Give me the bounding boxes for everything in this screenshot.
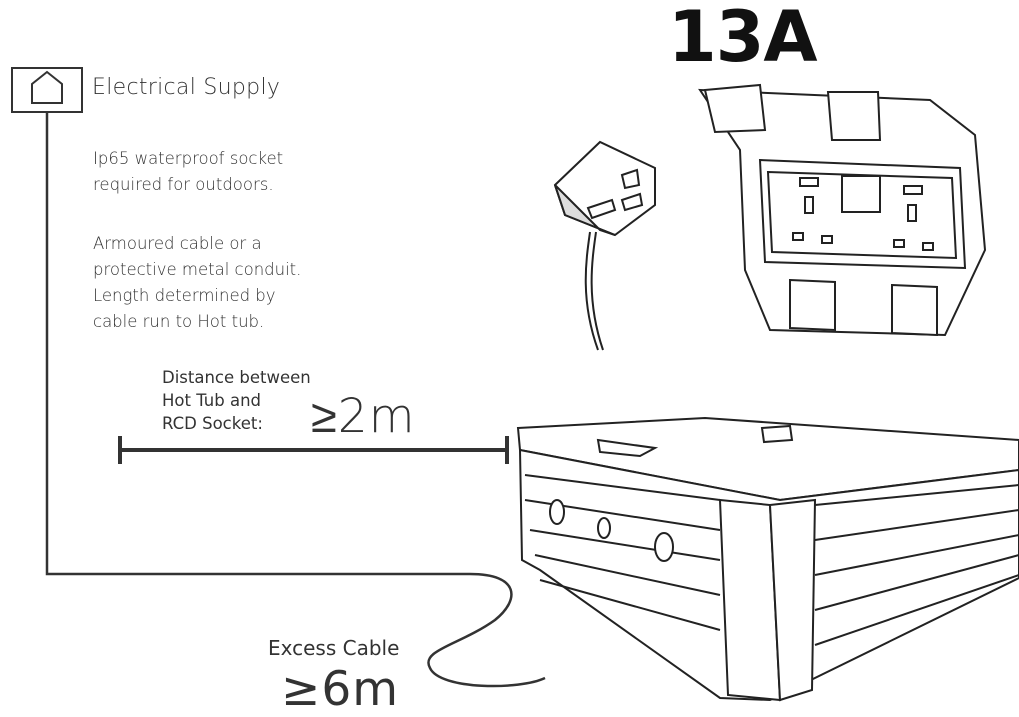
supply-label: Electrical Supply: [92, 75, 281, 100]
cable-note: Armoured cable or a protective metal con…: [93, 234, 302, 331]
uk-plug-icon: [553, 140, 656, 351]
distance-label: Distance between Hot Tub and RCD Socket:: [162, 368, 311, 433]
distance-value: ≥2m: [311, 389, 416, 444]
excess-cable-label: Excess Cable: [268, 636, 400, 660]
weatherproof-socket-icon: [698, 83, 987, 337]
excess-cable-value: ≥6m: [281, 662, 400, 717]
hot-tub-icon: [516, 416, 1019, 702]
house-icon: [11, 67, 83, 113]
rating-label: 13A: [668, 0, 818, 78]
distance-bar: [118, 436, 509, 464]
cable-route: [45, 112, 546, 688]
socket-note: Ip65 waterproof socket required for outd…: [93, 149, 284, 194]
